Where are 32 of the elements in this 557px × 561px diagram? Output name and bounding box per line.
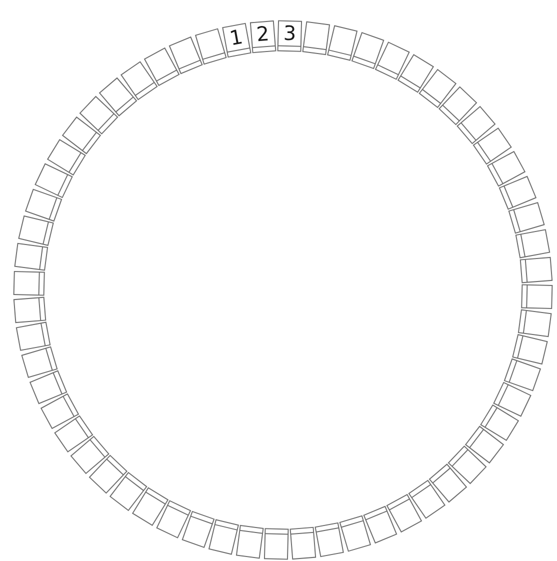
tile	[314, 522, 344, 558]
numbered-tile: 2	[250, 20, 276, 54]
tile	[327, 25, 358, 61]
tile	[182, 510, 215, 548]
tile	[290, 526, 316, 560]
tile	[508, 202, 545, 234]
tile	[18, 215, 54, 246]
tile	[14, 242, 48, 271]
tile	[498, 176, 537, 210]
tile	[264, 528, 289, 560]
tile	[24, 188, 62, 222]
tile	[512, 334, 548, 365]
tile	[351, 32, 384, 70]
tile	[21, 346, 58, 378]
tile	[16, 322, 51, 351]
numbered-tile: 1	[222, 22, 252, 58]
tile	[520, 256, 553, 284]
tile	[208, 519, 239, 555]
tile	[363, 506, 398, 544]
tile	[13, 296, 46, 324]
tile	[13, 270, 45, 296]
tile	[29, 370, 68, 404]
tile	[521, 284, 553, 310]
tile	[236, 524, 264, 559]
tile	[515, 229, 550, 258]
tile	[302, 21, 330, 56]
tile	[518, 309, 552, 338]
numbered-tile: 3	[277, 20, 302, 52]
tile	[194, 28, 227, 65]
tile	[339, 515, 372, 552]
tile	[168, 36, 203, 74]
tile	[504, 358, 542, 392]
